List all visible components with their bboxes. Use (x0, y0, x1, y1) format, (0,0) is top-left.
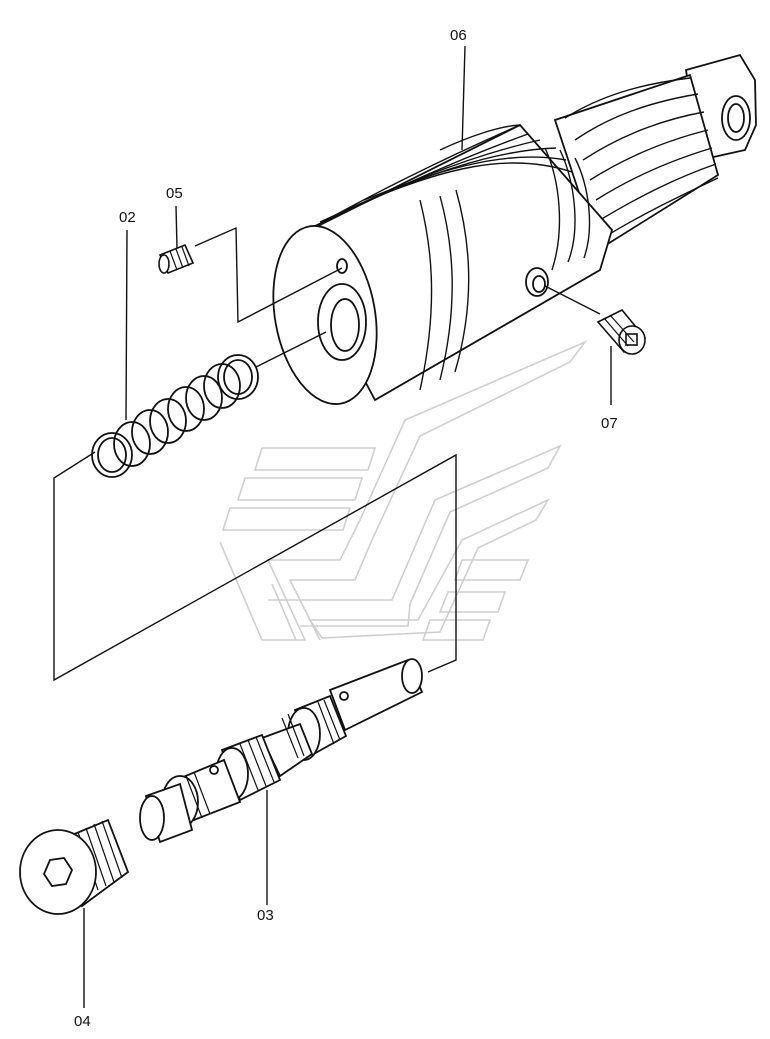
set-screw-small-part (158, 243, 195, 275)
callout-03: 03 (257, 907, 274, 924)
set-screw-large-part (596, 308, 647, 355)
callout-02: 02 (119, 209, 136, 226)
callout-06: 06 (450, 27, 467, 44)
valve-housing-part (272, 53, 757, 405)
leader-lines (53, 45, 612, 1008)
callout-05: 05 (166, 185, 183, 202)
callout-07: 07 (601, 415, 618, 432)
plug-part (19, 818, 130, 915)
spool-part (139, 658, 424, 844)
watermark-logo (219, 340, 588, 641)
spring-part (91, 354, 259, 478)
callout-04: 04 (74, 1013, 91, 1030)
